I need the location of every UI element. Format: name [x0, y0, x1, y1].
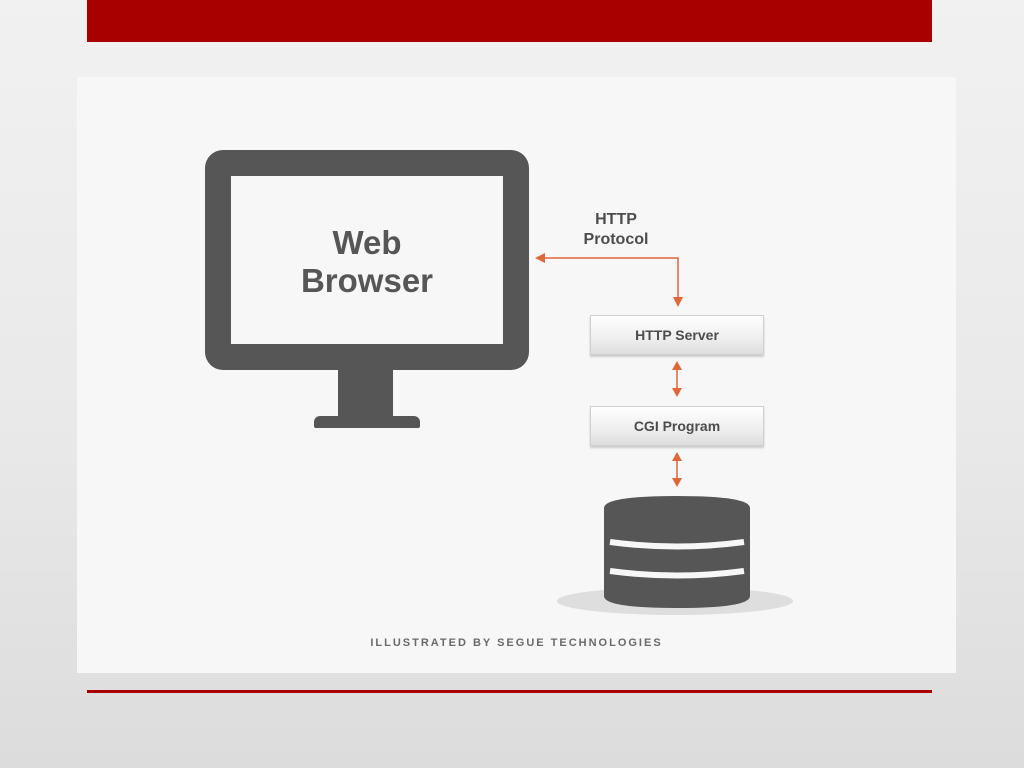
illustration-credit: ILLUSTRATED BY SEGUE TECHNOLOGIES: [370, 637, 663, 649]
monitor-stand-neck: [338, 367, 393, 417]
cgi-database-connector: [672, 452, 682, 487]
http-protocol-label: HTTP Protocol: [552, 210, 680, 250]
http-protocol-connector: [535, 253, 683, 307]
web-browser-label-line1: Web: [332, 224, 402, 261]
arrowhead-left: [535, 253, 545, 263]
http-server-box: HTTP Server: [590, 315, 764, 355]
cgi-program-box: CGI Program: [590, 406, 764, 446]
database-icon: [557, 496, 793, 615]
server-cgi-connector: [672, 361, 682, 397]
monitor-stand-base: [314, 416, 420, 428]
browser-to-server-line: [543, 257, 679, 300]
database-band-bottom: [609, 568, 745, 579]
arrowhead-down: [672, 478, 682, 487]
http-protocol-label-line2: Protocol: [583, 231, 649, 248]
arrowhead-up: [672, 452, 682, 461]
footer-accent-rule: [87, 690, 932, 693]
connector-layer: [535, 253, 793, 615]
database-cylinder: [604, 496, 750, 608]
arrowhead-down: [673, 297, 683, 307]
title-accent-bar: [87, 0, 932, 42]
monitor-icon: Web Browser: [205, 150, 529, 370]
arrowhead-up: [672, 361, 682, 370]
arrowhead-down: [672, 388, 682, 397]
web-browser-label-line2: Browser: [300, 262, 434, 299]
database-band-top: [609, 539, 745, 550]
web-browser-label: Web Browser: [231, 224, 503, 300]
diagram-panel: Web Browser HTTP Protocol HTTP Server CG…: [77, 77, 956, 673]
http-protocol-label-line1: HTTP: [595, 211, 637, 228]
